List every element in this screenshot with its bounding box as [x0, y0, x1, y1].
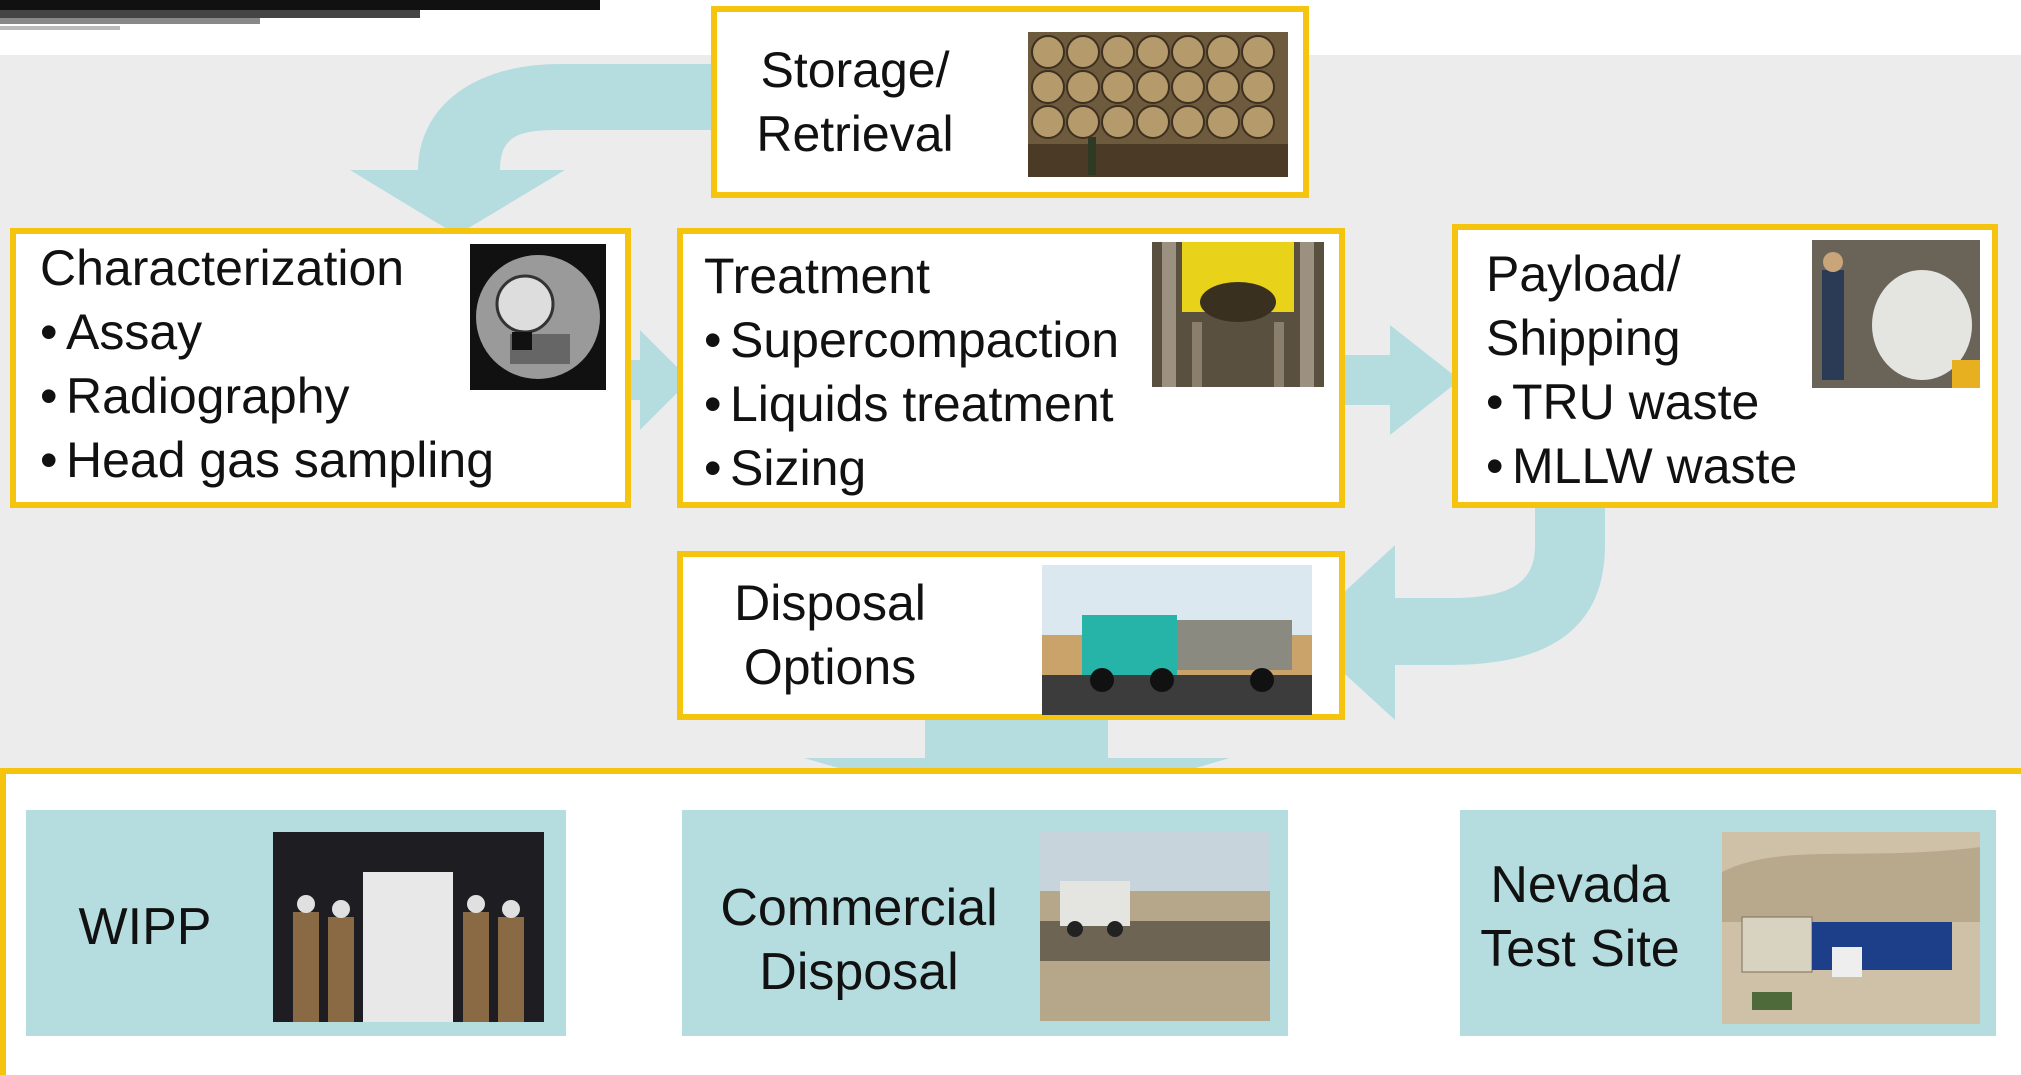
- arrow-storage-to-characterization: [350, 64, 712, 235]
- wipp-line-1: WIPP: [78, 898, 212, 956]
- header-noise-strip: [0, 0, 600, 30]
- arrow-payload-to-disposal: [1300, 507, 1605, 720]
- commercial-photo: [1040, 831, 1270, 1021]
- disposal-line-2: Options: [743, 639, 917, 695]
- commercial-line-1: Commercial: [720, 879, 998, 937]
- nevada-line-2: Test Site: [1480, 920, 1680, 978]
- characterization-title: Characterization: [40, 240, 405, 296]
- payload-line-1: Payload/: [1486, 246, 1681, 302]
- characterization-item: Assay: [40, 300, 494, 364]
- storage-line-2: Retrieval: [756, 106, 954, 162]
- nevada-photo: [1722, 832, 1980, 1024]
- arrow-treatment-to-payload: [1345, 325, 1460, 435]
- payload-line-2: Shipping: [1486, 310, 1681, 366]
- truck-photo: [1042, 565, 1312, 715]
- arrow-characterization-to-treatment: [620, 330, 690, 430]
- payload-text: Payload/ Shipping TRU waste MLLW waste: [1486, 242, 1797, 498]
- treatment-item: Supercompaction: [704, 308, 1119, 372]
- payload-item: TRU waste: [1486, 370, 1797, 434]
- wipp-photo: [273, 832, 544, 1022]
- wipp-label: WIPP: [70, 895, 220, 959]
- supercompactor-photo: [1152, 242, 1324, 387]
- commercial-label: Commercial Disposal: [712, 876, 1006, 1004]
- disposal-options-label: Disposal Options: [710, 571, 950, 699]
- characterization-text: Characterization Assay Radiography Head …: [40, 236, 494, 492]
- radiography-photo: [470, 244, 606, 390]
- shipping-photo: [1812, 240, 1980, 388]
- nevada-label: Nevada Test Site: [1470, 853, 1690, 981]
- commercial-line-2: Disposal: [759, 943, 959, 1001]
- storage-line-1: Storage/: [760, 42, 950, 98]
- storage-label: Storage/ Retrieval: [750, 38, 960, 166]
- disposal-line-1: Disposal: [734, 575, 926, 631]
- treatment-item: Sizing: [704, 436, 1119, 500]
- characterization-item: Radiography: [40, 364, 494, 428]
- storage-photo: [1028, 32, 1288, 177]
- treatment-text: Treatment Supercompaction Liquids treatm…: [704, 244, 1119, 500]
- treatment-title: Treatment: [704, 248, 931, 304]
- characterization-item: Head gas sampling: [40, 428, 494, 492]
- nevada-line-1: Nevada: [1490, 856, 1670, 914]
- payload-item: MLLW waste: [1486, 434, 1797, 498]
- treatment-item: Liquids treatment: [704, 372, 1119, 436]
